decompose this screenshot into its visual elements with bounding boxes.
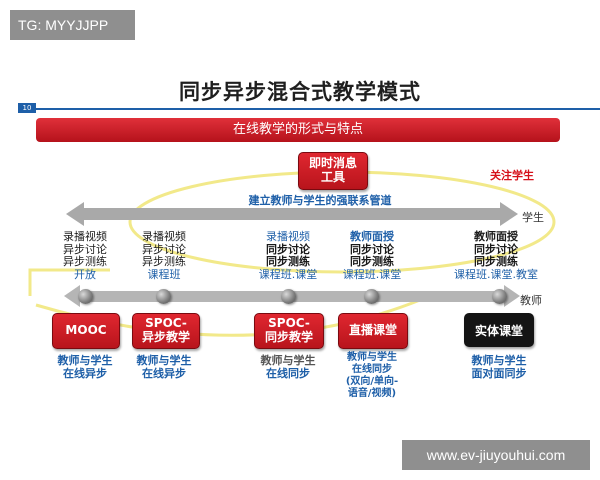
watermark-bottom: www.ev-jiuyouhui.com xyxy=(402,440,590,470)
description-line-1: 教师与学生 xyxy=(347,352,397,363)
description-line-2: 在线同步 xyxy=(266,367,310,380)
mode-label-2: 同步教学 xyxy=(264,330,313,344)
mode-box-mooc: MOOC xyxy=(52,313,120,349)
mode-box-spoc-async: SPOC- 异步教学 xyxy=(132,313,200,349)
mode-box-live: 直播课堂 xyxy=(338,313,408,349)
timeline-dot-physical xyxy=(492,289,507,304)
mode-label: 直播课堂 xyxy=(348,323,397,338)
channel-label: 建立教师与学生的强联系管道 xyxy=(248,194,392,207)
mode-description-mooc: 教师与学生 在线异步 xyxy=(45,354,125,380)
column-live-activities: 教师面授 同步讨论 同步测练 课程班.课堂 xyxy=(330,230,414,281)
activity-3: 异步测练 xyxy=(142,255,186,268)
mode-description-spoc-sync: 教师与学生 在线同步 xyxy=(246,354,330,380)
mode-label-1: SPOC- xyxy=(268,316,310,331)
watermark-top: TG: MYYJJPP xyxy=(10,10,135,40)
left-highlight-bracket xyxy=(28,268,110,296)
description-line-2: 在线异步 xyxy=(63,367,107,380)
activity-2: 异步讨论 xyxy=(63,242,107,256)
timeline-dot-mooc xyxy=(78,289,93,304)
activity-3: 同步测练 xyxy=(350,255,394,268)
description-line-4: 语音/视频) xyxy=(347,388,397,399)
activity-3: 异步测练 xyxy=(63,255,107,268)
timeline-dot-spoc-async xyxy=(156,289,171,304)
activity-1: 录播视频 xyxy=(266,230,310,243)
activity-1: 教师面授 xyxy=(350,230,394,243)
student-arrow xyxy=(66,202,518,226)
activity-1: 录播视频 xyxy=(63,230,107,243)
activity-1: 教师面授 xyxy=(474,230,518,243)
setting-label: 开放 xyxy=(74,267,96,281)
mode-label-1: SPOC- xyxy=(145,316,187,331)
activity-2: 同步讨论 xyxy=(266,242,310,256)
mode-label: 实体课堂 xyxy=(474,323,523,338)
description-line-2: 在线同步 xyxy=(352,364,392,375)
timeline-dot-spoc-sync xyxy=(281,289,296,304)
mode-box-physical: 实体课堂 xyxy=(464,313,534,347)
column-spoc-async-activities: 录播视频 异步讨论 异步测练 课程班 xyxy=(122,230,206,281)
timeline-dot-live xyxy=(364,289,379,304)
setting-label: 课程班.课堂 xyxy=(342,267,402,281)
activity-3: 同步测练 xyxy=(266,255,310,268)
mode-label: MOOC xyxy=(65,323,107,338)
slide-title: 同步异步混合式教学模式 xyxy=(179,80,421,104)
mode-box-spoc-sync: SPOC- 同步教学 xyxy=(254,313,324,349)
setting-label: 课程班 xyxy=(147,267,181,281)
description-line-2: 在线异步 xyxy=(142,367,186,380)
mode-label-2: 异步教学 xyxy=(141,330,190,344)
title-rule xyxy=(36,108,600,110)
focus-students-label: 关注学生 xyxy=(490,169,534,182)
activity-2: 同步讨论 xyxy=(474,242,518,256)
description-line-2: 面对面同步 xyxy=(471,367,527,380)
column-physical-activities: 教师面授 同步讨论 同步测练 课程班.课堂.教室 xyxy=(448,230,544,281)
activity-2: 同步讨论 xyxy=(350,242,394,256)
setting-label: 课程班.课堂.教室 xyxy=(454,267,538,281)
description-line-1: 教师与学生 xyxy=(260,354,316,367)
description-line-1: 教师与学生 xyxy=(471,354,527,367)
im-tool-line-2: 工具 xyxy=(320,170,345,184)
section-banner: 在线教学的形式与特点 xyxy=(36,118,560,142)
page-number: 10 xyxy=(18,103,36,113)
im-tool-line-1: 即时消息 xyxy=(308,156,357,171)
column-spoc-sync-activities: 录播视频 同步讨论 同步测练 课程班.课堂 xyxy=(246,230,330,281)
description-line-1: 教师与学生 xyxy=(136,354,192,367)
column-mooc-activities: 录播视频 异步讨论 异步测练 开放 xyxy=(43,230,127,281)
description-line-3: (双向/单向- xyxy=(345,376,399,387)
setting-label: 课程班.课堂 xyxy=(258,267,318,281)
activity-2: 异步讨论 xyxy=(142,242,186,256)
activity-1: 录播视频 xyxy=(142,230,186,243)
mode-description-live: 教师与学生 在线同步 (双向/单向- 语音/视频) xyxy=(330,352,414,400)
student-axis-label: 学生 xyxy=(522,211,544,224)
activity-3: 同步测练 xyxy=(474,255,518,268)
mode-description-physical: 教师与学生 面对面同步 xyxy=(456,354,542,380)
description-line-1: 教师与学生 xyxy=(57,354,113,367)
im-tool-box: 即时消息 工具 xyxy=(298,152,368,190)
mode-description-spoc-async: 教师与学生 在线异步 xyxy=(124,354,204,380)
teacher-axis-label: 教师 xyxy=(520,294,542,307)
